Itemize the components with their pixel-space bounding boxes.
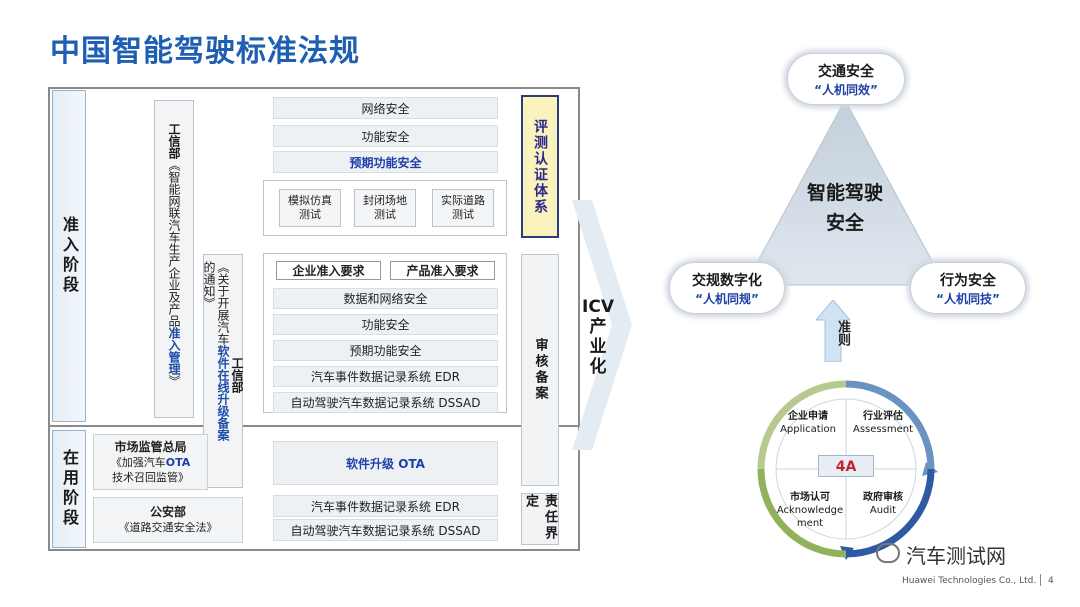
footer-company: Huawei Technologies Co., Ltd. [902, 576, 1037, 586]
test-simulation: 模拟仿真测试 [279, 189, 341, 227]
stage-divider [48, 425, 580, 427]
samr-org: 市场监管总局 [114, 439, 187, 454]
criterion-label: 准则 [835, 320, 850, 346]
mps-doc: 公安部 《道路交通安全法》 [93, 497, 243, 543]
bar-network-security: 网络安全 [273, 97, 498, 119]
up-arrow-icon [816, 300, 850, 362]
test-closed-site: 封闭场地测试 [354, 189, 416, 227]
cert-system-box: 评测认证体系 [521, 95, 559, 238]
req-product: 产品准入要求 [390, 261, 495, 280]
mid-bar-functional-safety: 功能安全 [273, 314, 498, 335]
samr-doc: 市场监管总局 《加强汽车OTA 技术召回监管》 [93, 434, 208, 490]
miit-org: 工信部 [167, 123, 181, 159]
mid-bar-sotif: 预期功能安全 [273, 340, 498, 361]
bar-functional-safety: 功能安全 [273, 125, 498, 147]
liability-box: 责任界定 [521, 493, 559, 545]
bar-sotif: 预期功能安全 [273, 151, 498, 173]
4a-cycle-ring [757, 380, 938, 560]
req-enterprise: 企业准入要求 [276, 261, 381, 280]
stage-access-label: 准入阶段 [60, 216, 79, 296]
mid-bar-edr: 汽车事件数据记录系统 EDR [273, 366, 498, 387]
inuse-bar-edr: 汽车事件数据记录系统 EDR [273, 495, 498, 517]
miit-access-doc: 工信部《智能网联汽车生产企业及产品准入管理》 [154, 100, 194, 418]
safety-triangle [744, 98, 946, 286]
stage-inuse-label: 在用阶段 [60, 449, 79, 529]
watermark-text: 汽车测试网 [906, 544, 1006, 568]
mps-org: 公安部 [149, 505, 186, 519]
mps-law: 《道路交通安全法》 [118, 521, 218, 534]
test-real-road: 实际道路测试 [432, 189, 494, 227]
inuse-bar-dssad: 自动驾驶汽车数据记录系统 DSSAD [273, 519, 498, 541]
ota-notice-doc: 《关于开展汽车软件在线升级备案的通知》 工信部 [202, 254, 244, 488]
footer-separator [1040, 574, 1041, 586]
page-title: 中国智能驾驶标准法规 [50, 34, 360, 69]
mid-bar-data-network: 数据和网络安全 [273, 288, 498, 309]
wechat-icon [876, 543, 900, 563]
pill-behavior-safety: 行为安全 “人机同技” [910, 262, 1026, 314]
industrialization-arrow [572, 200, 632, 450]
icv-industrialization: ICV 产 业 化 [582, 297, 614, 377]
inuse-bar-ota: 软件升级 OTA [273, 441, 498, 485]
ota-notice-org: 工信部 [230, 357, 244, 393]
cycle-center-4a: 4A [818, 455, 874, 477]
stage-access: 准入阶段 [52, 90, 86, 422]
page-number: 4 [1048, 576, 1054, 586]
pill-traffic-safety: 交通安全 “人机同效” [787, 53, 905, 105]
triangle-center: 智能驾驶 安全 [806, 182, 883, 234]
stage-inuse: 在用阶段 [52, 430, 86, 548]
mid-bar-dssad: 自动驾驶汽车数据记录系统 DSSAD [273, 392, 498, 413]
review-filing-box: 审核备案 [521, 254, 559, 486]
pill-rules-digital: 交规数字化 “人机同规” [669, 262, 785, 314]
